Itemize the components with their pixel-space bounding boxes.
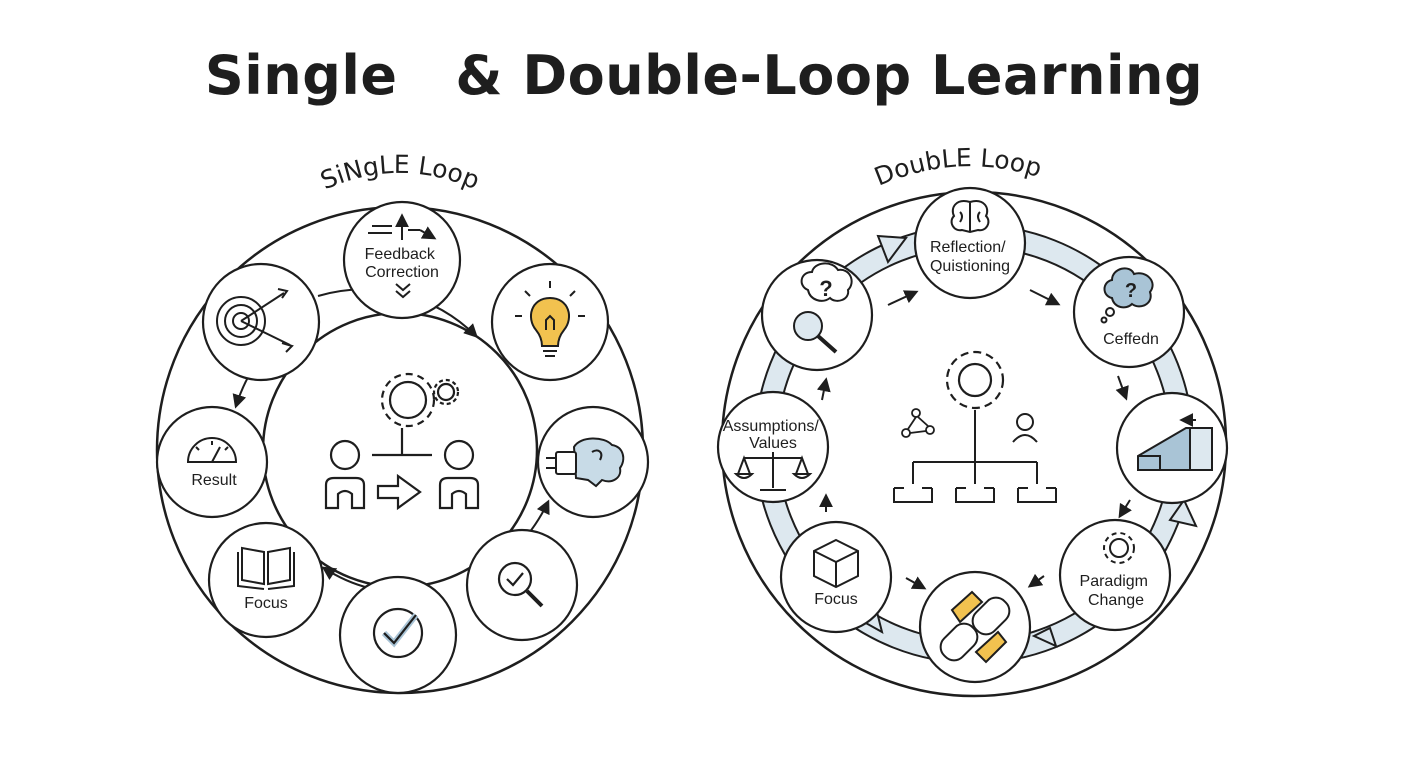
svg-text:?: ? xyxy=(819,276,832,301)
feedback-arrows-icon xyxy=(368,213,437,299)
double-loop: DoubLE Loop xyxy=(716,143,1229,698)
single-node-target xyxy=(201,262,321,382)
svg-text:?: ? xyxy=(1125,280,1137,302)
book-icon xyxy=(237,546,295,590)
gear-icon xyxy=(1103,532,1135,564)
double-loop-title: DoubLE Loop xyxy=(870,143,1045,191)
double-node-reflection xyxy=(913,186,1027,300)
page-title: Single & Double-Loop Learning xyxy=(204,44,1204,107)
assumptions-label: Assumptions/ Values xyxy=(723,418,824,452)
chain-link-icon xyxy=(939,590,1011,664)
single-node-focus xyxy=(207,521,325,639)
single-loop: SiNgLE Loop xyxy=(155,150,650,695)
double-node-paradigm xyxy=(1058,518,1172,632)
person-icon xyxy=(1012,413,1038,443)
double-node-ceffedn xyxy=(1072,255,1186,369)
focus-label: Focus xyxy=(244,595,288,612)
feedback-label: Feedback Correction xyxy=(365,246,440,281)
target-icon xyxy=(216,288,294,353)
checkmark-icon xyxy=(372,607,424,659)
brain-icon xyxy=(950,200,990,234)
single-node-magnifier xyxy=(465,528,579,642)
paradigm-label: Paradigm Change xyxy=(1080,573,1153,609)
org-chart-icon xyxy=(893,410,1057,503)
ramp-icon xyxy=(1137,413,1213,471)
thought-question-icon: ? xyxy=(1100,267,1154,324)
brain-plug-icon xyxy=(546,437,625,488)
gauge-icon xyxy=(186,437,238,463)
reflection-label: Reflection/ Quistioning xyxy=(930,239,1010,275)
gears-icon xyxy=(380,372,460,428)
double-focus-label: Focus xyxy=(814,591,858,608)
center-gear-icon xyxy=(945,350,1005,410)
ceffedn-label: Ceffedn xyxy=(1103,331,1159,348)
lightbulb-icon xyxy=(515,281,585,357)
cube-icon xyxy=(813,538,859,589)
result-label: Result xyxy=(191,472,237,489)
question-magnifier-icon: ? xyxy=(793,262,853,354)
network-icon xyxy=(901,408,935,438)
magnifier-check-icon xyxy=(497,561,544,608)
person-to-person-icon xyxy=(324,428,480,511)
single-loop-title: SiNgLE Loop xyxy=(316,150,484,195)
double-inner-arrows xyxy=(816,289,1132,590)
scales-icon xyxy=(733,452,813,491)
